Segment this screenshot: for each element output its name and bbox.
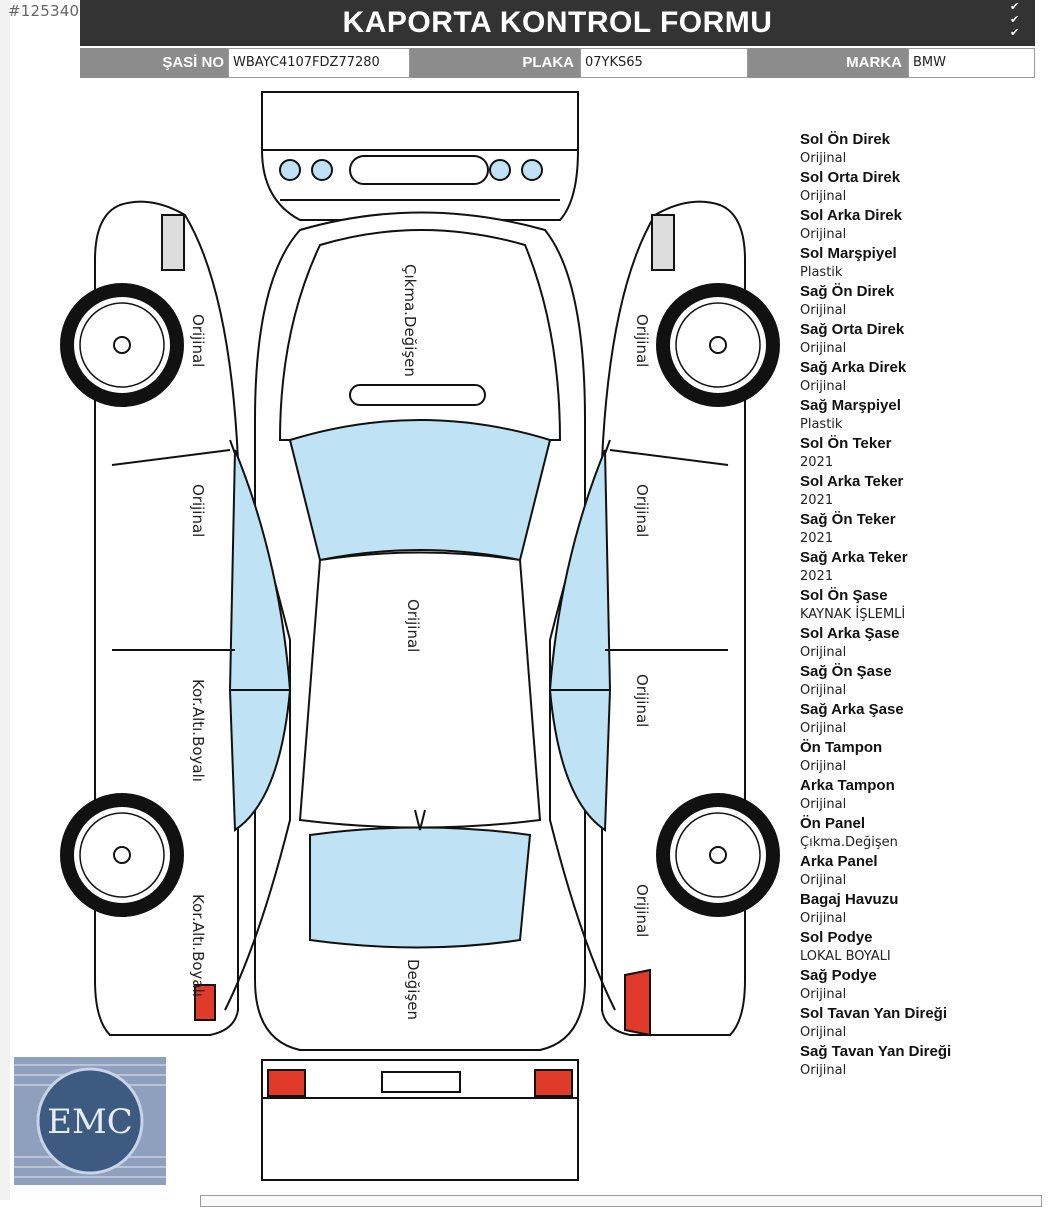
part-value: Plastik [800, 265, 843, 280]
part-name: Sol Podye [800, 929, 873, 946]
label-right-rear-door: Orijinal [633, 674, 651, 728]
left-side-view [60, 200, 292, 1036]
part-name: Bagaj Havuzu [800, 891, 899, 908]
part-value: 2021 [800, 493, 834, 508]
right-side-view [548, 200, 780, 1037]
car-diagram [60, 91, 780, 1181]
part-name: Sağ Ön Şase [800, 663, 892, 680]
part-value: Orijinal [800, 987, 847, 1002]
label-right-front-fender: Orijinal [633, 314, 651, 368]
part-value: Orijinal [800, 721, 847, 736]
bottom-field [200, 1195, 1042, 1207]
part-value: 2021 [800, 455, 834, 470]
chassis-label: ŞASİ NO [80, 48, 230, 78]
part-name: Sağ Arka Teker [800, 549, 908, 566]
plate-label: PLAKA [410, 48, 580, 78]
part-value: 2021 [800, 569, 834, 584]
top-view-body [254, 211, 586, 1051]
label-left-rear-fender: Kor.Altı.Boyalı [189, 894, 207, 997]
part-value: Orijinal [800, 227, 847, 242]
part-value: Orijinal [800, 797, 847, 812]
label-hood: Çıkma.Değişen [401, 264, 419, 377]
part-value: Orijinal [800, 759, 847, 774]
left-edge-strip [0, 0, 10, 1200]
part-name: Ön Tampon [800, 739, 883, 756]
part-value: Orijinal [800, 189, 847, 204]
part-name: Sağ Ön Teker [800, 511, 896, 528]
form-title: KAPORTA KONTROL FORMU [80, 0, 1035, 46]
part-name: Sağ Arka Direk [800, 359, 907, 376]
part-name: Sağ Podye [800, 967, 877, 984]
part-value: Orijinal [800, 341, 847, 356]
part-value: Orijinal [800, 1063, 847, 1078]
part-name: Sol Ön Şase [800, 587, 888, 604]
dealer-logo: EMC [14, 1057, 166, 1185]
part-name: Sağ Arka Şase [800, 701, 904, 718]
brand-value: BMW [908, 48, 1035, 78]
part-name: Sağ Ön Direk [800, 283, 895, 300]
label-right-front-door: Orijinal [633, 484, 651, 538]
front-bumper-view [261, 91, 579, 221]
part-name: Sol Ön Direk [800, 131, 891, 148]
part-name: Arka Panel [800, 853, 878, 870]
part-value: Orijinal [800, 151, 847, 166]
label-roof: Orijinal [404, 599, 422, 653]
part-value: Orijinal [800, 911, 847, 926]
part-name: Sol Arka Şase [800, 625, 900, 642]
part-value: Çıkma.Değişen [800, 835, 898, 850]
label-left-rear-door: Kor.Altı.Boyalı [189, 679, 207, 782]
part-name: Sağ Marşpiyel [800, 397, 901, 414]
part-name: Arka Tampon [800, 777, 895, 794]
header-fields: ŞASİ NO WBAYC4107FDZ77280 PLAKA 07YKS65 … [0, 48, 1058, 78]
part-name: Sol Arka Direk [800, 207, 902, 224]
part-name: Sol Marşpiyel [800, 245, 897, 262]
brand-label: MARKA [748, 48, 908, 78]
check-icon: ✔ [1010, 0, 1020, 13]
part-value: LOKAL BOYALI [800, 949, 891, 964]
part-value: Plastik [800, 417, 843, 432]
label-right-rear-fender: Orijinal [633, 884, 651, 938]
part-value: Orijinal [800, 303, 847, 318]
part-value: Orijinal [800, 645, 847, 660]
part-name: Sol Tavan Yan Direği [800, 1005, 947, 1022]
part-value: Orijinal [800, 379, 847, 394]
part-name: Sağ Orta Direk [800, 321, 905, 338]
part-name: Sol Arka Teker [800, 473, 904, 490]
chassis-value: WBAYC4107FDZ77280 [228, 48, 410, 78]
label-trunk: Değişen [404, 959, 422, 1021]
part-value: Orijinal [800, 683, 847, 698]
svg-text:EMC: EMC [47, 1102, 133, 1142]
part-value: KAYNAK İŞLEMLİ [800, 607, 906, 622]
part-value: Orijinal [800, 1025, 847, 1040]
label-left-front-door: Orijinal [189, 484, 207, 538]
part-value: Orijinal [800, 873, 847, 888]
part-name: Sol Ön Teker [800, 435, 892, 452]
check-icons: ✔ ✔ ✔ [1010, 0, 1024, 39]
part-value: 2021 [800, 531, 834, 546]
part-name: Sağ Tavan Yan Direği [800, 1043, 952, 1060]
part-name: Sol Orta Direk [800, 169, 901, 186]
check-icon: ✔ [1010, 13, 1020, 26]
plate-value: 07YKS65 [580, 48, 748, 78]
rear-bumper-view [261, 1059, 579, 1181]
part-name: Ön Panel [800, 815, 866, 832]
check-icon: ✔ [1010, 26, 1020, 39]
label-left-front-fender: Orijinal [189, 314, 207, 368]
